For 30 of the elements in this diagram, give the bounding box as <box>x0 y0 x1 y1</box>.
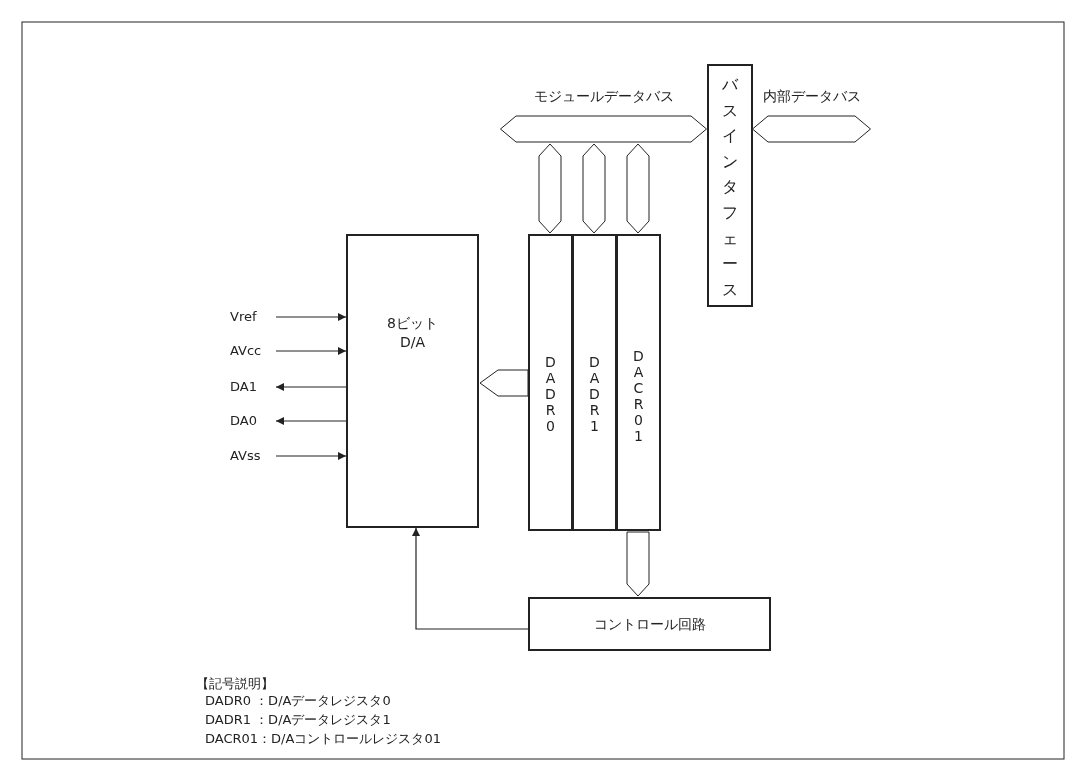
bus-arrow <box>626 531 650 597</box>
arrow <box>275 383 347 391</box>
register-label: DACR01 <box>632 348 645 445</box>
converter-label: 8ビット D/A <box>386 314 439 352</box>
control-circuit-box <box>528 597 771 651</box>
bus-arrow <box>582 143 606 234</box>
converter-box <box>346 234 479 528</box>
legend-entry: DADR1 ：D/Aデータレジスタ1 <box>205 711 391 729</box>
arrow <box>275 417 347 425</box>
arrow <box>275 452 347 460</box>
bus-label: 内部データバス <box>762 88 861 106</box>
arrow <box>412 527 529 630</box>
bus-arrow <box>479 369 529 397</box>
signal-label: Vref <box>230 308 274 326</box>
interface-label: バスインタフェース <box>722 74 738 301</box>
circuit-label: コントロール回路 <box>593 614 706 634</box>
register-label: DADR0 <box>544 354 557 435</box>
bus-arrow <box>538 143 562 234</box>
signal-label: DA0 <box>230 412 274 430</box>
arrow <box>275 313 347 321</box>
signal-label: DA1 <box>230 378 274 396</box>
bus-arrow <box>626 143 650 234</box>
legend-entry: DACR01：D/Aコントロールレジスタ01 <box>205 730 441 748</box>
signal-label: AVss <box>230 447 274 465</box>
register-label: DADR1 <box>588 354 601 435</box>
legend-entry: DADR0 ：D/Aデータレジスタ0 <box>205 692 391 710</box>
bus-label: モジュールデータバス <box>533 88 674 106</box>
legend-heading: 【記号説明】 <box>196 675 274 693</box>
signal-label: AVcc <box>230 342 274 360</box>
arrow <box>275 347 347 355</box>
